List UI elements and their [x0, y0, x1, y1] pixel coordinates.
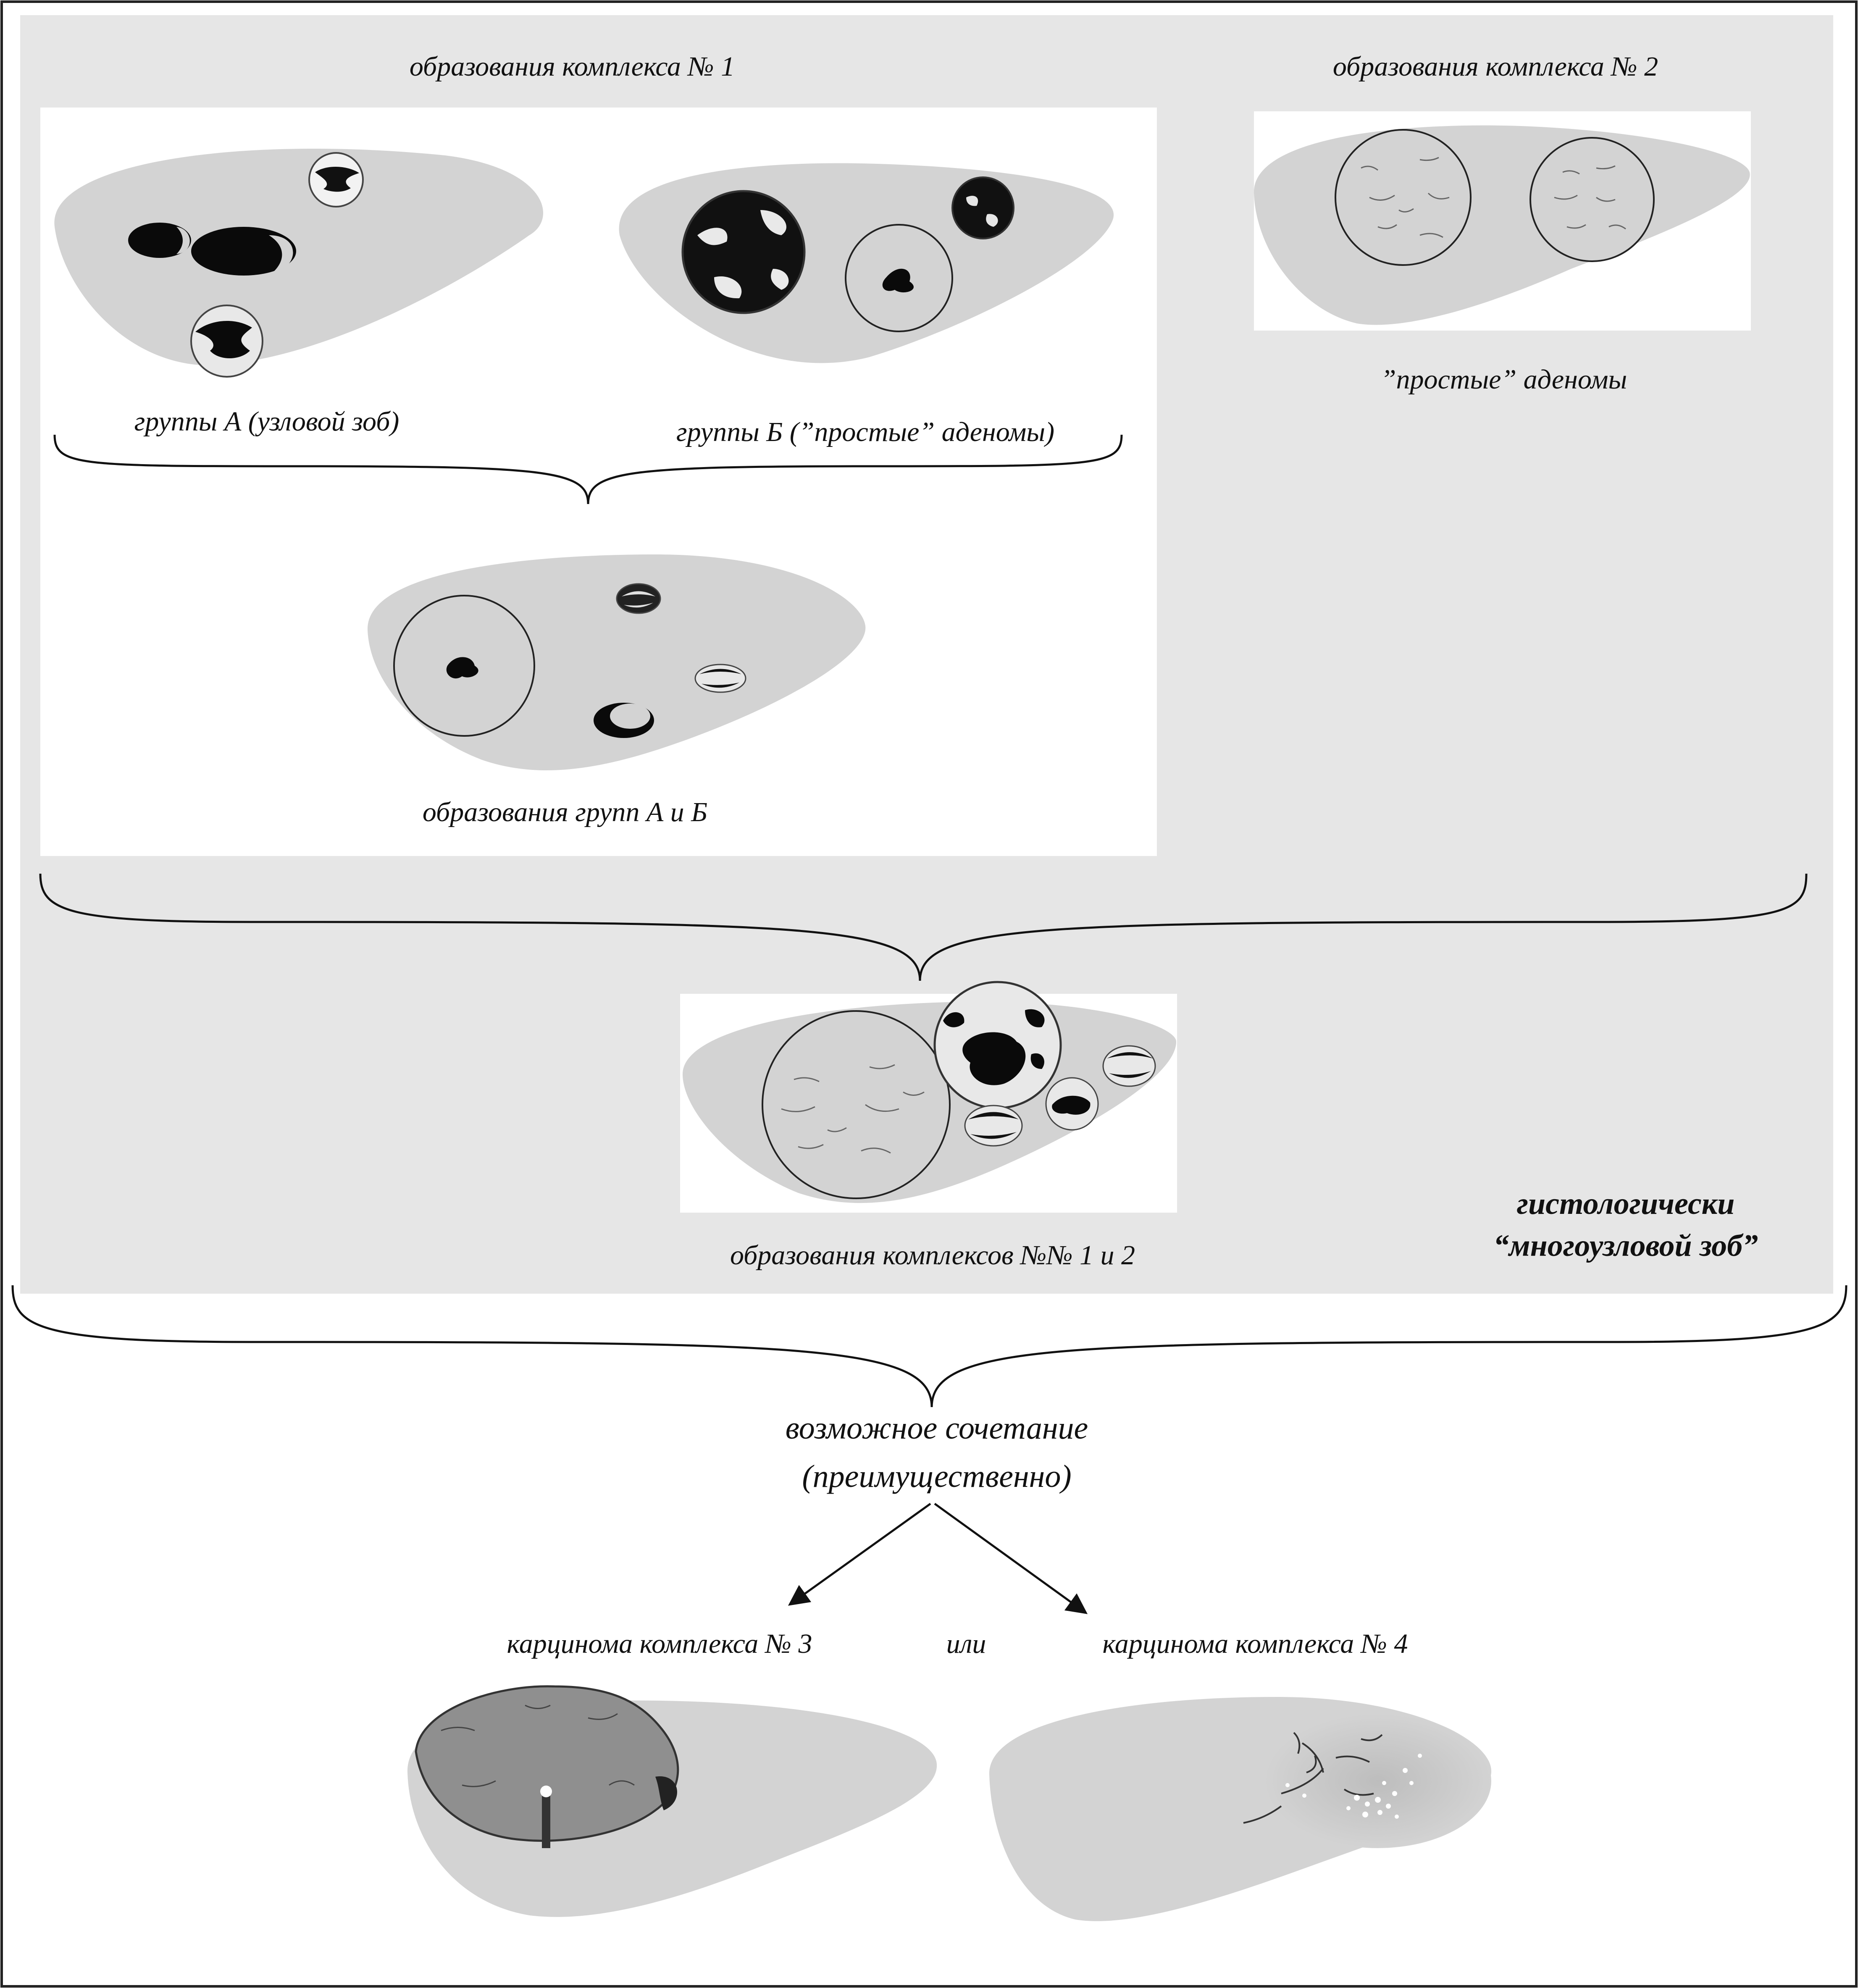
nodule-crescent-patch: [610, 704, 650, 729]
simple-adenomas-label: ”простые” аденомы: [1381, 364, 1627, 395]
combination-line2: (преимущественно): [802, 1459, 1071, 1494]
group-a-label: группы А (узловой зоб): [134, 406, 399, 437]
complex2-title: образования комплекса № 2: [1333, 51, 1658, 82]
nodule-striped: [1103, 1046, 1155, 1086]
histology-label-line2: “многоузловой зоб”: [1493, 1229, 1758, 1263]
or-label: или: [946, 1628, 986, 1659]
tumor-diffuse: [1264, 1714, 1491, 1848]
groups-ab-label: образования групп А и Б: [423, 797, 707, 827]
nodule-dark-large: [683, 191, 804, 313]
needle-tip: [540, 1786, 552, 1797]
group-b-label: группы Б (”простые” аденомы): [676, 417, 1054, 447]
nodule-striped-2: [965, 1106, 1022, 1146]
complexes-1-2-label: образования комплексов №№ 1 и 2: [730, 1240, 1135, 1271]
nodule-striped-2: [695, 664, 746, 692]
combination-line1: возможное сочетание: [786, 1410, 1088, 1446]
nodule-fibrous-2: [1530, 138, 1654, 261]
needle-shadow: [542, 1794, 550, 1848]
nodule-fibrous: [762, 1011, 950, 1198]
nodule-striped: [617, 584, 660, 613]
histology-label-line1: гистологически: [1517, 1187, 1735, 1221]
carcinoma-4-label: карцинома комплекса № 4: [1103, 1628, 1408, 1659]
nodule-mottled-small: [952, 177, 1014, 239]
nodule-fibrous: [1335, 130, 1471, 265]
carcinoma-3-label: карцинома комплекса № 3: [507, 1628, 812, 1659]
complex1-title: образования комплекса № 1: [410, 51, 735, 82]
